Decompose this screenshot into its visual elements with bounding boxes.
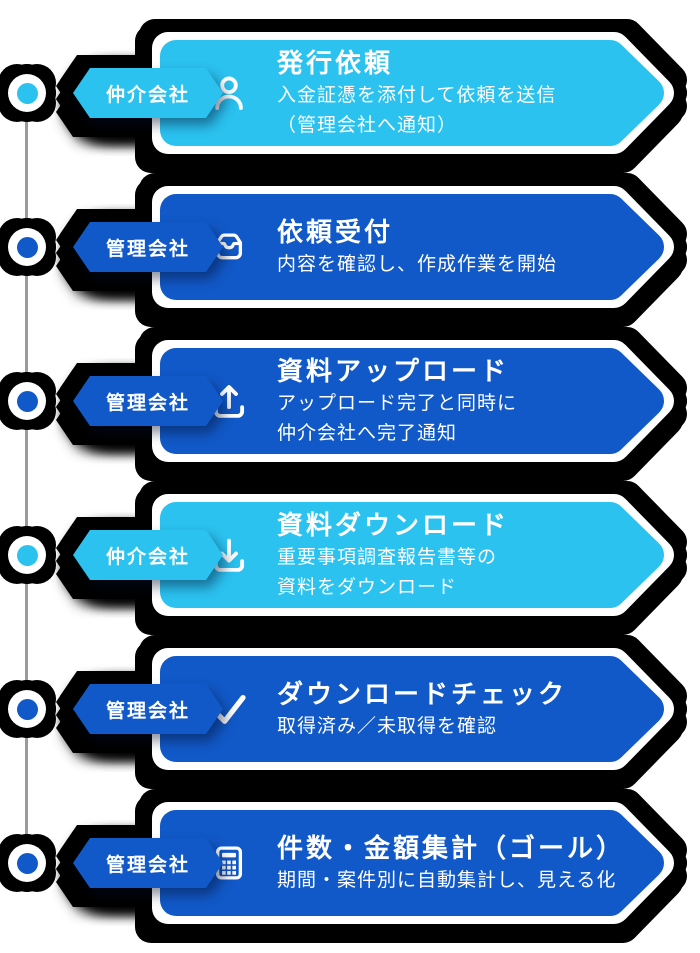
node-dot [16,390,38,412]
node-dot [16,544,38,566]
card-content: 資料アップロード アップロード完了と同時に 仲介会社へ完了通知 [277,340,634,462]
actor-tag: 仲介会社 [73,68,223,118]
step-card: 資料アップロード アップロード完了と同時に 仲介会社へ完了通知 [152,340,674,462]
timeline-node [8,228,46,266]
step-desc-line2: （管理会社へ通知） [277,115,458,136]
user-icon [208,72,250,114]
node-ring [8,74,46,112]
actor-tag: 管理会社 [73,222,223,272]
step-row-download-check: ダウンロードチェック 取得済み／未取得を確認 管理会社 [0,632,700,786]
step-desc-line2: 仲介会社へ完了通知 [277,423,458,444]
node-dot [16,698,38,720]
card-group: 資料ダウンロード 重要事項調査報告書等の 資料をダウンロード 仲介会社 [0,478,700,632]
card-content: 依頼受付 内容を確認し、作成作業を開始 [277,186,634,308]
actor-tag-label: 仲介会社 [73,530,223,580]
node-dot [16,236,38,258]
node-ring [8,382,46,420]
step-desc-line2: 資料をダウンロード [277,577,458,598]
step-row-aggregation-goal: 件数・金額集計（ゴール） 期間・案件別に自動集計し、見える化 管理会社 [0,786,700,940]
upload-icon [208,380,250,422]
step-row-document-upload: 資料アップロード アップロード完了と同時に 仲介会社へ完了通知 管理会社 [0,324,700,478]
actor-tag-label: 管理会社 [73,838,223,888]
step-row-issue-request: 発行依頼 入金証憑を添付して依頼を送信 （管理会社へ通知） 仲介会社 [0,16,700,170]
card-group: 件数・金額集計（ゴール） 期間・案件別に自動集計し、見える化 管理会社 [0,786,700,940]
inbox-icon [208,226,250,268]
download-icon [208,534,250,576]
node-ring [8,536,46,574]
step-card: 発行依頼 入金証憑を添付して依頼を送信 （管理会社へ通知） [152,32,674,154]
step-desc-line1: 入金証憑を添付して依頼を送信 [277,85,557,106]
node-ring [8,844,46,882]
timeline-node [8,844,46,882]
step-card: ダウンロードチェック 取得済み／未取得を確認 [152,648,674,770]
step-title: 件数・金額集計（ゴール） [277,833,626,863]
step-card: 資料ダウンロード 重要事項調査報告書等の 資料をダウンロード [152,494,674,616]
card-group: 依頼受付 内容を確認し、作成作業を開始 管理会社 [0,170,700,324]
timeline-line [25,93,28,863]
actor-tag: 管理会社 [73,684,223,734]
actor-tag: 仲介会社 [73,530,223,580]
card-content: 件数・金額集計（ゴール） 期間・案件別に自動集計し、見える化 [277,802,634,924]
card-content: 発行依頼 入金証憑を添付して依頼を送信 （管理会社へ通知） [277,32,634,154]
step-desc-line1: 重要事項調査報告書等の [277,547,498,568]
actor-tag-label: 仲介会社 [73,68,223,118]
card-content: 資料ダウンロード 重要事項調査報告書等の 資料をダウンロード [277,494,634,616]
step-title: 資料アップロード [277,356,510,386]
timeline-node [8,74,46,112]
step-title: 資料ダウンロード [277,510,510,540]
actor-tag: 管理会社 [73,376,223,426]
node-dot [16,82,38,104]
step-desc-line1: 期間・案件別に自動集計し、見える化 [277,870,617,891]
step-desc-line1: 取得済み／未取得を確認 [277,716,498,737]
card-chevron-shape [152,802,674,924]
step-row-request-reception: 依頼受付 内容を確認し、作成作業を開始 管理会社 [0,170,700,324]
actor-tag-label: 管理会社 [73,222,223,272]
step-title: 依頼受付 [277,217,394,247]
actor-tag-label: 管理会社 [73,684,223,734]
card-group: 資料アップロード アップロード完了と同時に 仲介会社へ完了通知 管理会社 [0,324,700,478]
timeline-node [8,382,46,420]
timeline-node [8,536,46,574]
step-card: 依頼受付 内容を確認し、作成作業を開始 [152,186,674,308]
actor-tag: 管理会社 [73,838,223,888]
card-group: ダウンロードチェック 取得済み／未取得を確認 管理会社 [0,632,700,786]
step-row-document-download: 資料ダウンロード 重要事項調査報告書等の 資料をダウンロード 仲介会社 [0,478,700,632]
step-card: 件数・金額集計（ゴール） 期間・案件別に自動集計し、見える化 [152,802,674,924]
actor-tag-label: 管理会社 [73,376,223,426]
step-desc-line1: 内容を確認し、作成作業を開始 [277,254,558,275]
node-ring [8,228,46,266]
node-dot [16,852,38,874]
step-title: ダウンロードチェック [277,679,568,709]
node-ring [8,690,46,728]
card-group: 発行依頼 入金証憑を添付して依頼を送信 （管理会社へ通知） 仲介会社 [0,16,700,170]
step-desc-line1: アップロード完了と同時に [277,393,518,414]
step-title: 発行依頼 [277,48,394,78]
card-content: ダウンロードチェック 取得済み／未取得を確認 [277,648,634,770]
timeline-node [8,690,46,728]
